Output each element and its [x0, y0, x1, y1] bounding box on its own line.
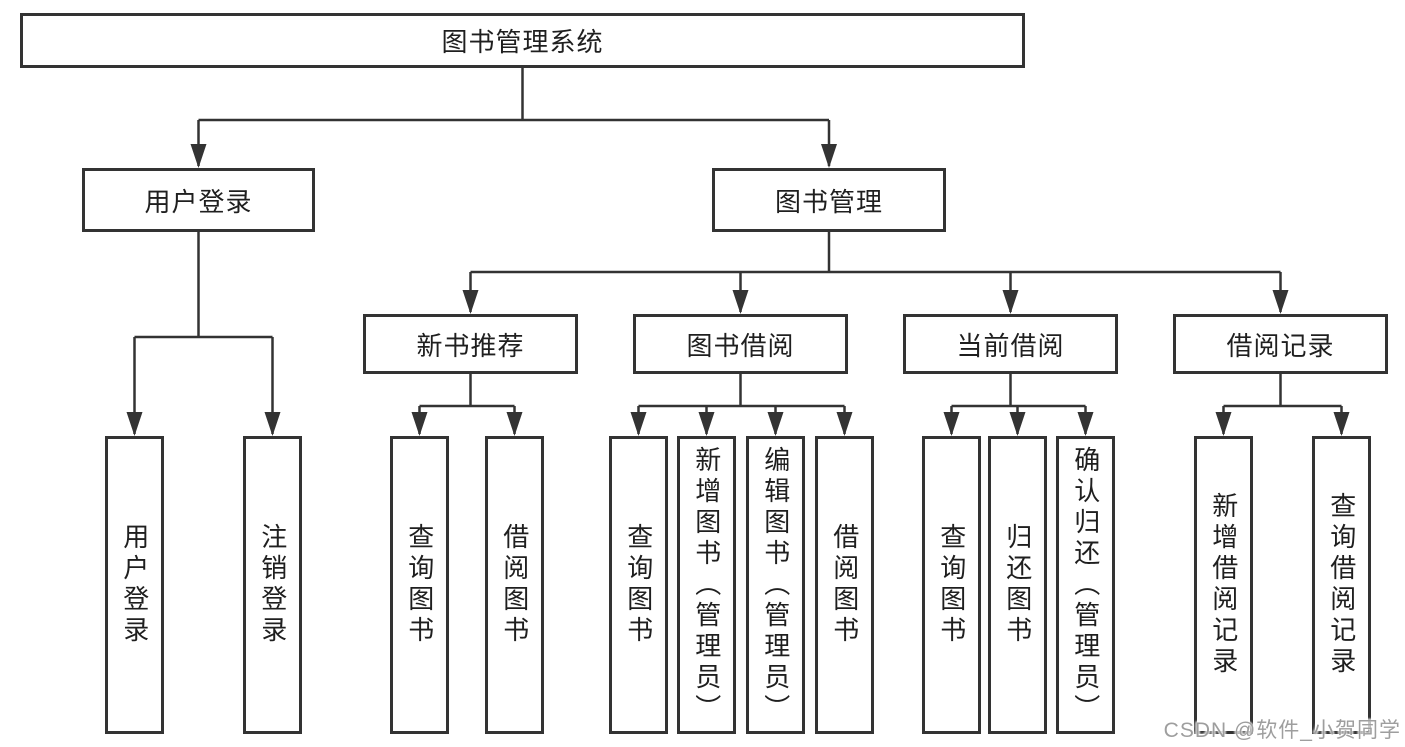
- leaf-query-books: 查询图书: [609, 436, 668, 734]
- connector-book-borrow-stem: [638, 374, 845, 408]
- leaf-borrow-books: 借阅图书: [815, 436, 874, 734]
- leaf-add-books-admin: 新增图书（管理员）: [677, 436, 736, 734]
- node-book-borrow: 图书借阅: [633, 314, 848, 374]
- connector-new-book-stem: [419, 374, 515, 408]
- connector-borrow-records-stem: [1223, 374, 1342, 408]
- leaf-query-borrow-record: 查询借阅记录: [1312, 436, 1371, 734]
- leaf-user-login: 用户登录: [105, 436, 164, 734]
- leaf-edit-books-admin: 编辑图书（管理员）: [746, 436, 805, 734]
- leaf-add-borrow-record: 新增借阅记录: [1194, 436, 1253, 734]
- node-borrow-records: 借阅记录: [1173, 314, 1388, 374]
- leaf-query-books: 查询图书: [390, 436, 449, 734]
- leaf-borrow-books: 借阅图书: [485, 436, 544, 734]
- connector-user-login-stem: [134, 232, 273, 339]
- leaf-query-books: 查询图书: [922, 436, 981, 734]
- connector-current-borrow-stem: [951, 374, 1086, 408]
- node-book-management: 图书管理: [712, 168, 946, 232]
- node-new-book-recommend: 新书推荐: [363, 314, 578, 374]
- connector-book-mgmt-stem: [470, 232, 1281, 274]
- watermark: CSDN @软件_小贺同学: [1163, 719, 1401, 742]
- node-library-management-system: 图书管理系统: [20, 13, 1025, 68]
- node-current-borrow: 当前借阅: [903, 314, 1118, 374]
- leaf-logout: 注销登录: [243, 436, 302, 734]
- node-user-login: 用户登录: [82, 168, 315, 232]
- leaf-confirm-return-admin: 确认归还（管理员）: [1056, 436, 1115, 734]
- connector-root-stem: [198, 68, 829, 122]
- leaf-return-books: 归还图书: [988, 436, 1047, 734]
